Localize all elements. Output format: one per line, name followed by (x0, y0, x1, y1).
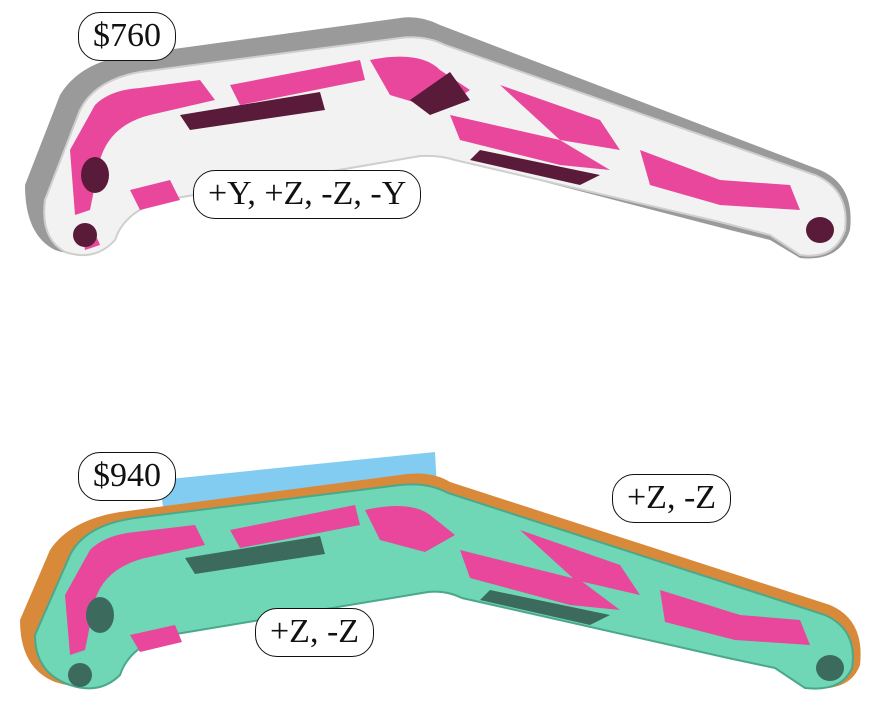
bottom-orientation-label-left: +Z, -Z (255, 608, 375, 657)
bottom-orientation-label-right: +Z, -Z (612, 474, 732, 523)
top-cost-label: $760 (78, 12, 176, 61)
top-bracket-body (43, 36, 847, 257)
bottom-bracket-render (20, 452, 861, 690)
bottom-cost-label: $940 (78, 452, 176, 501)
top-orientation-label: +Y, +Z, -Z, -Y (193, 170, 422, 219)
top-bracket-render (25, 17, 851, 259)
bottom-overhang-regions (65, 505, 810, 655)
bottom-openings (68, 536, 844, 687)
bottom-bracket-body (33, 483, 854, 690)
bottom-part-panel: $940 +Z, -Z +Z, -Z (0, 430, 888, 723)
top-part-panel: $760 +Y, +Z, -Z, -Y (0, 0, 888, 300)
top-openings (73, 72, 834, 247)
